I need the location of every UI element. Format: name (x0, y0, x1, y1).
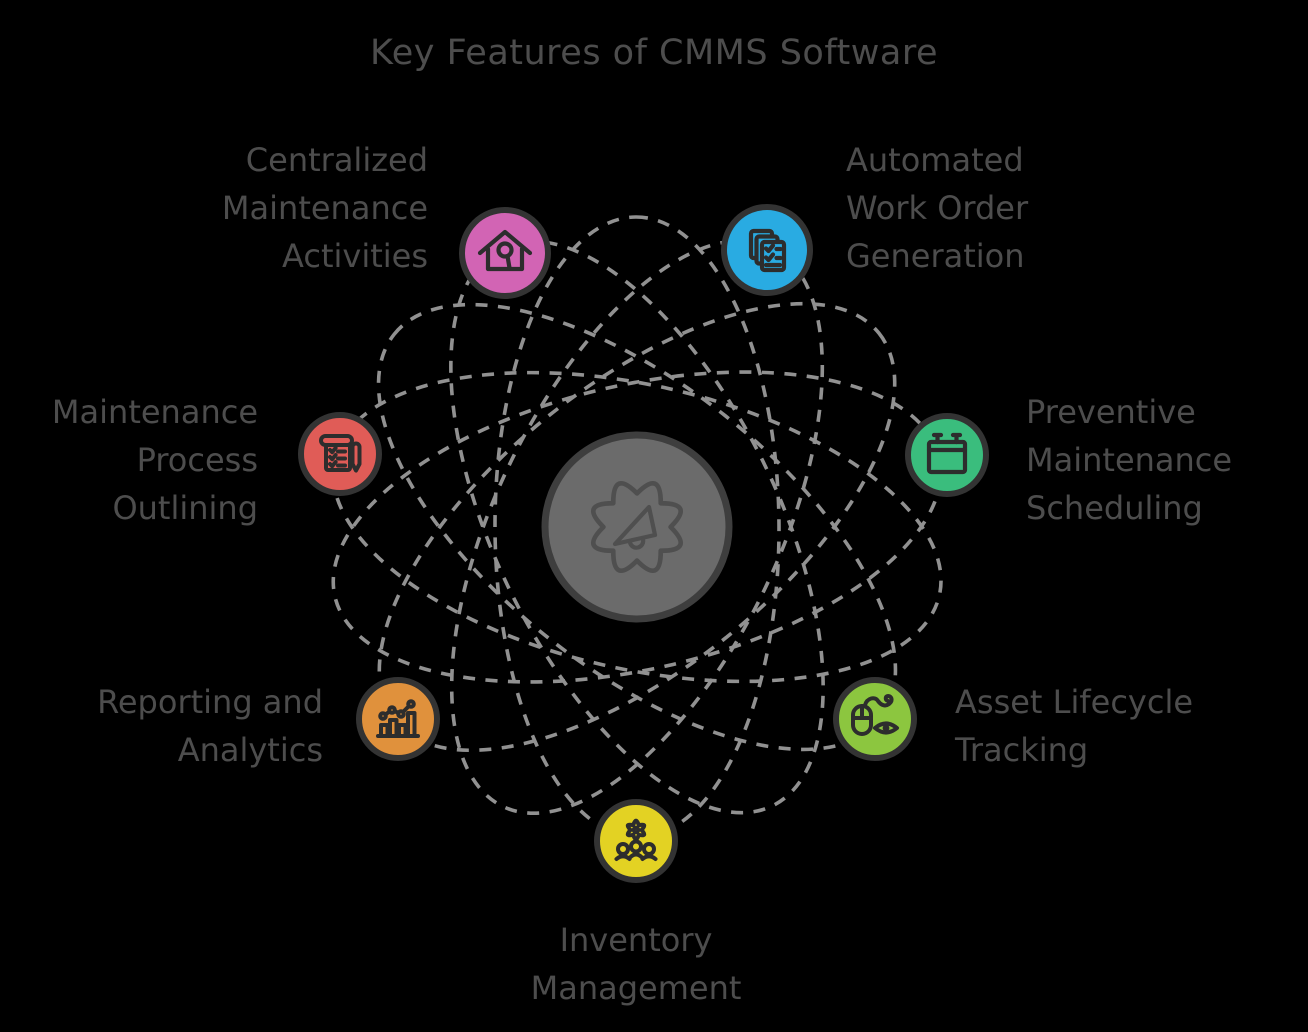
work-order-checklist-icon (748, 228, 787, 273)
trend-dot (387, 705, 397, 715)
node-circle (833, 677, 917, 761)
orbit-ellipse (376, 302, 898, 752)
label-centralized-maintenance-activities: Centralized Maintenance Activities (221, 141, 428, 275)
orbit-ellipse (377, 301, 897, 753)
house-wrench-icon (477, 229, 533, 272)
mouse-tracking-eye-icon (851, 694, 899, 736)
label-inventory-management: Inventory Management (530, 921, 742, 1007)
node-preventive-maintenance-scheduling (905, 413, 989, 497)
trend-dot (378, 711, 388, 721)
bar-chart-trend-icon (376, 699, 420, 738)
node-circle (459, 207, 551, 299)
node-circle (905, 413, 989, 497)
node-centralized-maintenance-activities (459, 207, 551, 299)
center-hub-circle (541, 431, 733, 623)
center-hub (541, 431, 733, 623)
label-automated-work-order-generation: Automated Work Order Generation (846, 141, 1029, 275)
trend-dot (396, 709, 406, 719)
trend-dot (406, 699, 416, 709)
label-reporting-and-analytics: Reporting and Analytics (97, 683, 323, 769)
node-automated-work-order-generation (721, 204, 813, 296)
label-asset-lifecycle-tracking: Asset Lifecycle Tracking (955, 683, 1194, 769)
node-inventory-management (594, 799, 678, 883)
node-maintenance-process-outlining (298, 412, 382, 496)
pen (350, 441, 362, 473)
calendar-icon (926, 432, 968, 475)
page-title: Key Features of CMMS Software (369, 33, 939, 73)
gear-team-icon (614, 818, 658, 861)
node-asset-lifecycle-tracking (833, 677, 917, 761)
feature-nodes (298, 204, 989, 883)
gear-megaphone-icon (591, 481, 683, 573)
label-maintenance-process-outlining: Maintenance Process Outlining (51, 393, 258, 527)
notepad-pen-icon (319, 434, 362, 473)
eye-pupil (882, 724, 890, 732)
orbit-ellipse (493, 215, 781, 839)
label-preventive-maintenance-scheduling: Preventive Maintenance Scheduling (1026, 393, 1233, 527)
node-reporting-and-analytics (356, 677, 440, 761)
node-circle (298, 412, 382, 496)
